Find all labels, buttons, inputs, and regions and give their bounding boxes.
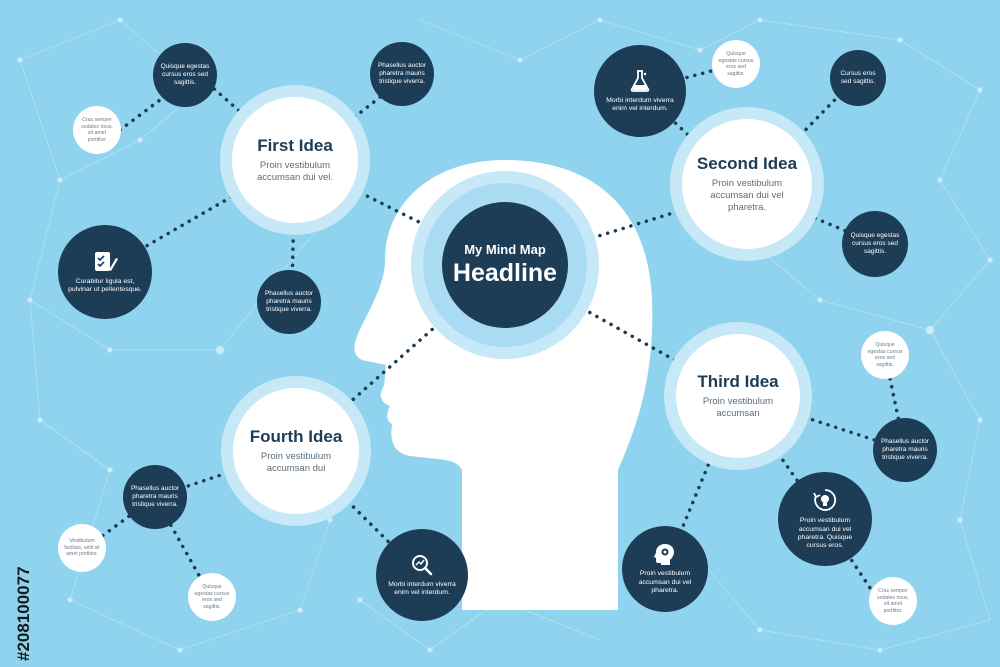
satellite-tl-top[interactable]: Quisque egestas cursus eros sed sagittis…	[153, 43, 217, 107]
third-idea-title: Third Idea	[697, 372, 779, 392]
satellite-tr-bottom[interactable]: Quisque egestas cursus eros sed sagittis…	[842, 211, 908, 277]
second-idea-text: Proin vestibulum accumsan dui vel pharet…	[710, 178, 784, 213]
satellite-bl-left[interactable]: Phasellus auctor pharetra mauris tristiq…	[123, 465, 187, 529]
stock-id-text: #208100077	[14, 566, 33, 661]
flask-icon	[630, 69, 650, 92]
satellite-bm-icon[interactable]: Proin vestibulum accumsan dui vel pharet…	[622, 526, 708, 612]
satellite-tl-small[interactable]: Cras semper sodales risus, sit amet port…	[73, 106, 121, 154]
satellite-br-small[interactable]: Quisque egestas cursus eros sed sagittis…	[861, 331, 909, 379]
stock-id-watermark: #208100077	[14, 566, 33, 661]
satellite-tl-right[interactable]: Phasellus auctor pharetra mauris tristiq…	[370, 42, 434, 106]
first-idea-node[interactable]: First Idea Proin vestibulum accumsan dui…	[232, 97, 358, 223]
first-idea-text: Proin vestibulum accumsan dui vel.	[256, 160, 334, 183]
satellite-br-right[interactable]: Phasellus auctor pharetra mauris tristiq…	[873, 418, 937, 482]
third-idea-node[interactable]: Third Idea Proin vestibulum accumsan	[676, 334, 800, 458]
head-gear-icon	[654, 544, 674, 566]
satellite-bl-small[interactable]: Vestibulum facilisis, velit sit amet por…	[58, 524, 106, 572]
magnifier-chart-icon	[412, 554, 433, 575]
satellite-tr-small[interactable]: Quisque egestas cursus eros sed sagittis…	[712, 40, 760, 88]
satellite-tr-right[interactable]: Cursus eros sed sagittis.	[830, 50, 886, 106]
center-headline: Headline	[452, 259, 558, 287]
center-node[interactable]: My Mind Map Headline	[442, 202, 568, 328]
fourth-idea-title: Fourth Idea	[249, 427, 343, 447]
center-subtitle: My Mind Map	[464, 242, 546, 257]
fourth-idea-text: Proin vestibulum accumsan dui	[260, 451, 332, 474]
satellite-br-small-bottom[interactable]: Cras semper sodales risus, sit amet port…	[869, 577, 917, 625]
second-idea-node[interactable]: Second Idea Proin vestibulum accumsan du…	[682, 119, 812, 249]
third-idea-text: Proin vestibulum accumsan	[702, 396, 774, 419]
satellite-br-icon[interactable]: Proin vestibulum accumsan dui vel pharet…	[778, 472, 872, 566]
satellite-tl-icon[interactable]: Curabitur ligula est, pulvinar ut pellen…	[58, 225, 152, 319]
satellite-tr-icon[interactable]: Morbi interdum viverra enim vel interdum…	[594, 45, 686, 137]
satellite-bl-icon[interactable]: Morbi interdum viverra enim vel interdum…	[376, 529, 468, 621]
satellite-tl-bottom[interactable]: Phasellus auctor pharetra mauris tristiq…	[257, 270, 321, 334]
checklist-pen-icon	[95, 251, 118, 271]
lightbulb-cycle-icon	[813, 489, 837, 511]
first-idea-title: First Idea	[257, 136, 333, 156]
satellite-bl-small-bottom[interactable]: Quisque egestas cursus eros sed sagittis…	[188, 573, 236, 621]
fourth-idea-node[interactable]: Fourth Idea Proin vestibulum accumsan du…	[233, 388, 359, 514]
second-idea-title: Second Idea	[696, 154, 798, 174]
